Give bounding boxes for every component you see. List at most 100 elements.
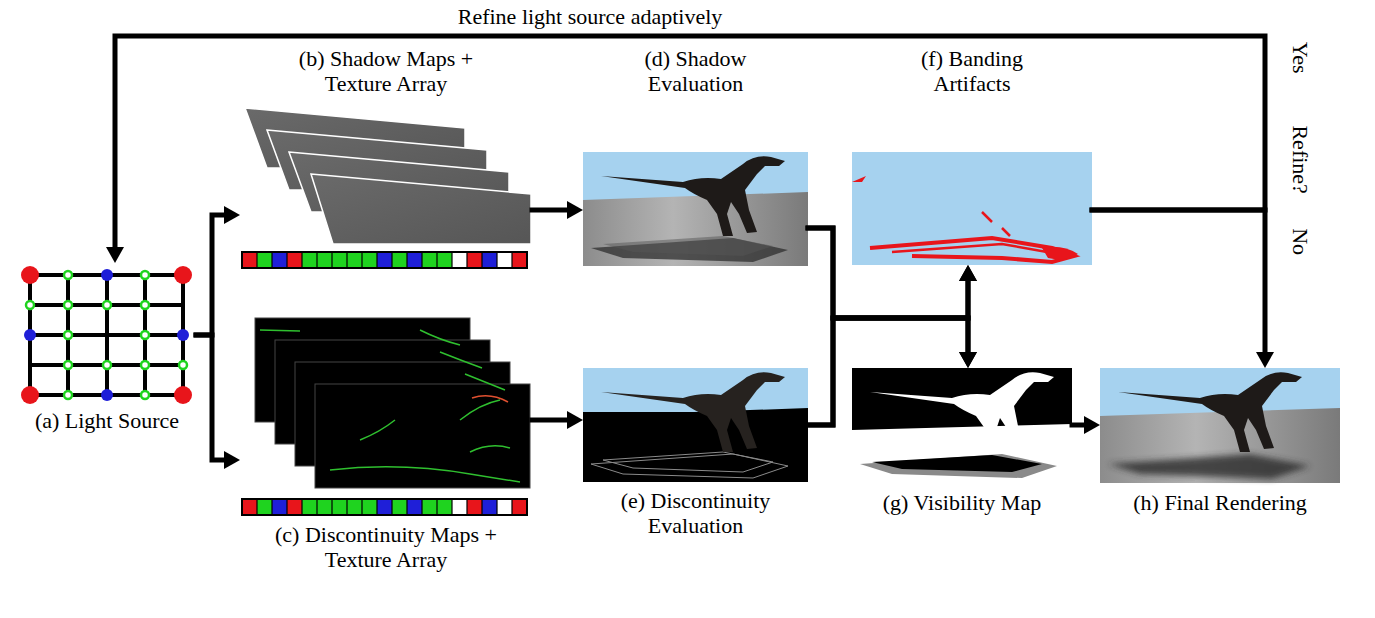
arrow-head [567,411,583,429]
arrow-head [224,206,240,224]
edge-label: No [1287,227,1312,258]
illustration-part [101,389,113,401]
arrow-head [1256,352,1274,368]
illustration-part [330,400,520,482]
illustration-part [1100,368,1340,483]
panel-caption: (d) Shadow Evaluation [616,46,776,97]
arrow-head [959,352,977,368]
discontinuity-evaluation-image [583,368,808,482]
illustration-part [591,452,788,478]
illustration-part [860,454,1057,478]
texture-array-bar [242,252,527,268]
illustration-part [601,372,785,452]
illustration-part [872,455,1042,472]
arrow-head [959,265,977,281]
arrow-head [959,352,977,368]
illustration-part [583,368,808,482]
arrow-head [224,451,240,469]
discontinuity-map-stack [255,318,530,488]
illustration-part [101,269,113,281]
image-panel: (c) Discontinuity Maps + Texture Array [240,314,532,518]
illustration-part [1118,372,1302,452]
blue-samples [24,269,189,401]
image-panel: (h) Final Rendering [1100,368,1340,483]
illustration-part [1100,408,1340,483]
panel-caption: (e) Discontinuity Evaluation [606,488,786,539]
illustration-part [583,192,808,266]
illustration-part [892,212,1047,252]
connector [196,335,226,460]
connector [532,208,569,213]
illustration-part [174,386,192,404]
panel-caption: (g) Visibility Map [842,490,1082,515]
connector [532,418,569,423]
illustration-part [870,372,1054,452]
connector [808,228,968,354]
illustration-part [1042,247,1078,259]
illustration-part [64,271,72,279]
shadow-map-stack [245,108,531,244]
illustration-part [852,152,1092,265]
arrow-head [1084,416,1100,434]
red-samples [21,266,192,404]
illustration-part [177,329,189,341]
illustration-part [311,174,531,244]
illustration-part [179,361,187,369]
image-panel: (f) Banding Artifacts [852,152,1092,265]
image-panel: (b) Shadow Maps + Texture Array [240,104,532,270]
light-source-grid [21,266,192,404]
illustration-part [1108,454,1310,479]
panel-caption: (h) Final Rendering [1100,490,1340,515]
illustration-part [141,271,149,279]
connector [808,228,968,318]
illustration-part [64,331,72,339]
edge-label: Yes [1287,40,1312,76]
illustration-part [852,424,1072,483]
illustration-part [64,361,72,369]
illustration-part [64,391,72,399]
connector [1072,423,1086,428]
illustration-part [174,266,192,284]
illustration-part [472,396,508,402]
connector [1092,210,1265,354]
arrow-head [106,247,124,263]
texture-array-bar [242,499,527,515]
illustration-part [103,361,111,369]
illustration-part [21,266,39,284]
image-panel: (e) Discontinuity Evaluation [583,368,808,482]
loop-label: Refine light source adaptively [456,4,725,29]
illustration-part [141,391,149,399]
decision-label: Refine? [1287,124,1312,196]
visibility-map-image [852,368,1072,483]
illustration-part [141,361,149,369]
illustration-part [141,301,149,309]
illustration-part [260,330,505,390]
illustration-part [852,368,1072,483]
green-samples [26,271,187,399]
panel-caption: (b) Shadow Maps + Texture Array [276,46,496,97]
panel-caption: (a) Light Source [7,408,207,433]
illustration-part [603,236,773,256]
image-panel: (d) Shadow Evaluation [583,152,808,266]
image-panel: (a) Light Source [18,263,196,402]
connector [196,215,226,335]
illustration-part [141,331,149,339]
illustration-part [315,384,530,488]
illustration-part [64,301,72,309]
arrow-head [567,201,583,219]
panel-caption: (f) Banding Artifacts [892,46,1052,97]
panel-caption: (c) Discontinuity Maps + Texture Array [261,522,511,573]
illustration-part [601,156,785,236]
image-panel: (g) Visibility Map [852,368,1072,483]
illustration-part [852,176,866,182]
arrow-head [959,265,977,281]
illustration-part [24,329,36,341]
shadow-evaluation-image [583,152,808,266]
illustration-part [21,386,39,404]
grid-lines [30,275,183,395]
illustration-part [103,301,111,309]
illustration-part [26,301,34,309]
connector [115,36,1265,249]
illustration-part [583,152,808,266]
final-rendering-image [1100,368,1340,483]
